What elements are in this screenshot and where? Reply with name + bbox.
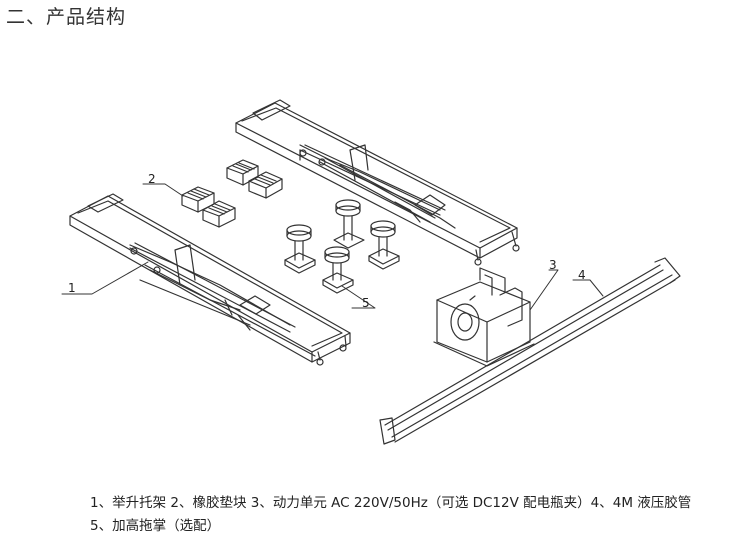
caption-line-2: 5、加高拖掌（选配）: [90, 518, 221, 534]
section-heading: 二、产品结构: [6, 6, 127, 28]
callout-3: 3: [549, 258, 557, 272]
callout-1: 1: [68, 281, 76, 295]
extension-stand-3: [368, 220, 400, 270]
extension-stand-2: [284, 224, 316, 274]
rubber-pad-2: [248, 171, 283, 199]
callout-5: 5: [362, 296, 370, 310]
callout-2: 2: [148, 172, 156, 186]
callout-leaders: [61, 183, 604, 311]
rubber-pad-4: [202, 200, 236, 228]
hydraulic-hoses: [379, 257, 681, 445]
caption-line-1: 1、举升托架 2、橡胶垫块 3、动力单元 AC 220V/50Hz（可选 DC1…: [90, 495, 692, 511]
lift-cradle-upper: [235, 99, 520, 266]
callout-4: 4: [578, 268, 586, 282]
power-unit: [433, 267, 535, 367]
extension-stand-1: [333, 199, 365, 249]
rubber-pads: [181, 159, 283, 228]
lift-cradle-lower: [69, 193, 351, 366]
rubber-pad-1: [226, 159, 259, 186]
extension-stand-4: [322, 246, 354, 294]
